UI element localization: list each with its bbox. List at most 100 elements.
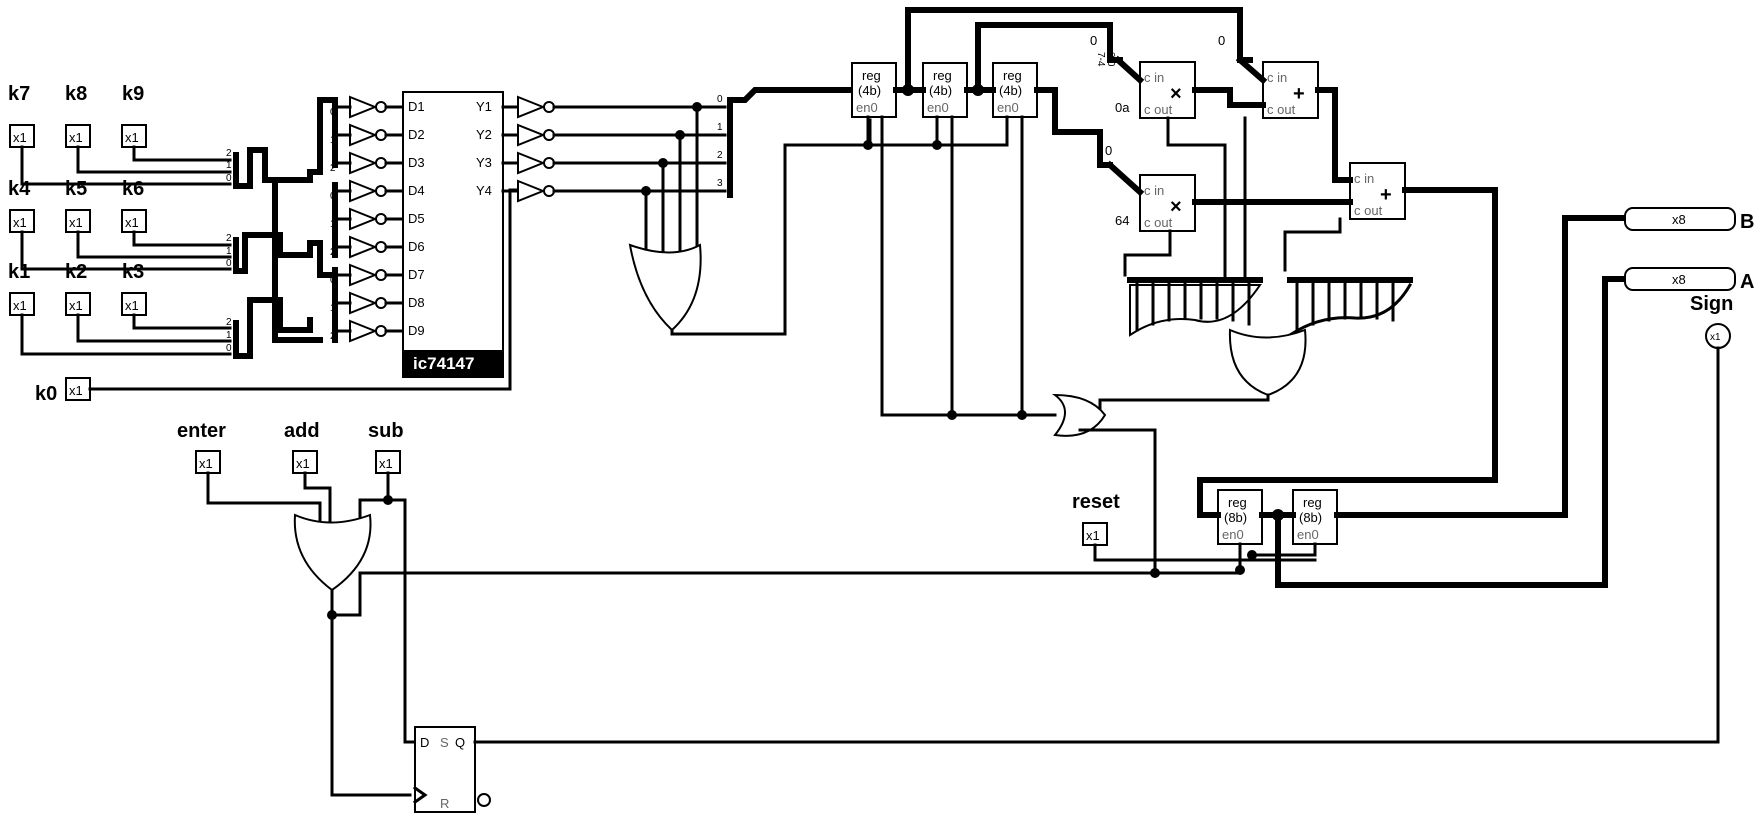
svg-text:c in: c in	[1144, 183, 1164, 198]
register-4b-1[interactable]: reg (4b) en0	[851, 62, 897, 118]
register-4b-3[interactable]: reg (4b) en0	[992, 62, 1038, 118]
svg-text:0: 0	[226, 258, 232, 269]
output-bus-B[interactable]: x8	[1624, 207, 1736, 231]
input-pin-k1[interactable]: x1	[9, 292, 35, 316]
control-wires	[206, 471, 1317, 797]
input-label-sub: sub	[368, 420, 404, 442]
svg-text:x1: x1	[69, 215, 83, 230]
input-pin-add[interactable]: x1	[292, 450, 318, 474]
register-4b-2[interactable]: reg (4b) en0	[922, 62, 968, 118]
svg-text:x8: x8	[1672, 212, 1686, 227]
svg-text:x1: x1	[125, 215, 139, 230]
svg-text:x1: x1	[125, 298, 139, 313]
svg-text:x1: x1	[13, 298, 27, 313]
adder-1[interactable]: c in + c out	[1262, 61, 1319, 119]
input-label-k2: k2	[65, 261, 87, 283]
svg-text:3: 3	[717, 178, 723, 189]
svg-text:x1: x1	[1086, 528, 1100, 543]
svg-text:(4b): (4b)	[858, 83, 881, 98]
or-gate-register-enable	[1052, 393, 1157, 572]
input-pin-enter[interactable]: x1	[195, 450, 221, 474]
or-gate-keypress	[628, 118, 872, 336]
output-label-B: B	[1740, 211, 1754, 233]
svg-text:D1: D1	[408, 99, 425, 114]
output-pin-sign[interactable]: x1	[1705, 323, 1731, 349]
input-label-k7: k7	[8, 83, 30, 105]
multiplier-2[interactable]: c in × c out 64	[1115, 174, 1196, 232]
svg-text:64: 64	[1115, 213, 1129, 228]
register-8b-2[interactable]: reg (8b) en0	[1292, 489, 1338, 545]
svg-text:3-0: 3-0	[1105, 52, 1116, 67]
encoder-ic74147[interactable]: ic74147 D1 D2 D3 D4 D5 D6 D7 D8 D9 Y1 Y2…	[402, 91, 504, 378]
svg-text:D: D	[420, 735, 429, 750]
svg-text:reg: reg	[1228, 495, 1247, 510]
svg-text:+: +	[1293, 83, 1305, 105]
input-pin-k5[interactable]: x1	[65, 209, 91, 233]
input-pin-k6[interactable]: x1	[121, 209, 147, 233]
register-8b-wires	[1197, 215, 1628, 588]
svg-text:2: 2	[226, 233, 232, 244]
svg-text:reg: reg	[1003, 68, 1022, 83]
splitter-buses	[233, 97, 338, 359]
svg-text:×: ×	[1170, 196, 1182, 218]
svg-text:2: 2	[226, 148, 232, 159]
input-label-add: add	[284, 420, 320, 442]
input-label-k9: k9	[122, 83, 144, 105]
svg-text:7-4: 7-4	[1095, 52, 1106, 67]
svg-text:reg: reg	[933, 68, 952, 83]
input-pin-k0[interactable]: x1	[65, 377, 91, 401]
svg-text:reg: reg	[862, 68, 881, 83]
input-pin-k9[interactable]: x1	[121, 124, 147, 148]
svg-text:c in: c in	[1354, 171, 1374, 186]
constant-zero-top2: 0	[1218, 33, 1225, 48]
svg-text:(4b): (4b)	[929, 83, 952, 98]
svg-text:x1: x1	[69, 383, 83, 398]
svg-text:x1: x1	[13, 215, 27, 230]
register-8b-1[interactable]: reg (8b) en0	[1217, 489, 1263, 545]
svg-text:Y2: Y2	[476, 127, 492, 142]
d-flipflop-sign[interactable]: D S Q R	[412, 346, 1720, 813]
input-label-k3: k3	[122, 261, 144, 283]
or-gate-zero-detect	[1098, 328, 1307, 412]
wide-splitter-right	[1287, 277, 1413, 338]
input-label-k4: k4	[8, 178, 31, 200]
svg-text:x1: x1	[69, 130, 83, 145]
svg-text:x1: x1	[199, 456, 213, 471]
svg-text:c out: c out	[1144, 102, 1173, 117]
input-pin-k4[interactable]: x1	[9, 209, 35, 233]
output-label-sign: Sign	[1690, 293, 1733, 315]
input-inverters: 012 012 012	[330, 95, 405, 343]
svg-text:R: R	[440, 796, 449, 811]
svg-text:x8: x8	[1672, 272, 1686, 287]
constant-zero-top1: 0 7-4 3-0	[1090, 33, 1116, 67]
wide-splitter-left	[1127, 277, 1263, 337]
svg-text:D3: D3	[408, 155, 425, 170]
input-pin-reset[interactable]: x1	[1082, 522, 1108, 546]
svg-text:0a: 0a	[1115, 100, 1130, 115]
alu-wires	[1105, 55, 1498, 483]
input-pin-k7[interactable]: x1	[9, 124, 35, 148]
adder-2[interactable]: c in + c out	[1349, 162, 1406, 220]
svg-text:S: S	[440, 735, 449, 750]
svg-text:en0: en0	[997, 100, 1019, 115]
svg-text:c in: c in	[1267, 70, 1287, 85]
svg-text:en0: en0	[856, 100, 878, 115]
multiplier-1[interactable]: c in × c out 0a	[1115, 61, 1196, 119]
input-pin-sub[interactable]: x1	[375, 450, 401, 474]
svg-text:0: 0	[717, 94, 723, 105]
svg-text:D7: D7	[408, 267, 425, 282]
svg-text:en0: en0	[927, 100, 949, 115]
svg-text:(8b): (8b)	[1224, 510, 1247, 525]
svg-text:x1: x1	[379, 456, 393, 471]
input-pin-k8[interactable]: x1	[65, 124, 91, 148]
svg-text:c out: c out	[1144, 215, 1173, 230]
splitter-bits-row1: 2 1 0 2 1 0 2 1 0	[226, 148, 232, 354]
output-bus-A[interactable]: x8	[1624, 267, 1736, 291]
svg-text:(4b): (4b)	[999, 83, 1022, 98]
svg-text:Y1: Y1	[476, 99, 492, 114]
input-pin-k3[interactable]: x1	[121, 292, 147, 316]
input-pin-k2[interactable]: x1	[65, 292, 91, 316]
svg-text:2: 2	[226, 317, 232, 328]
input-label-k8: k8	[65, 83, 87, 105]
